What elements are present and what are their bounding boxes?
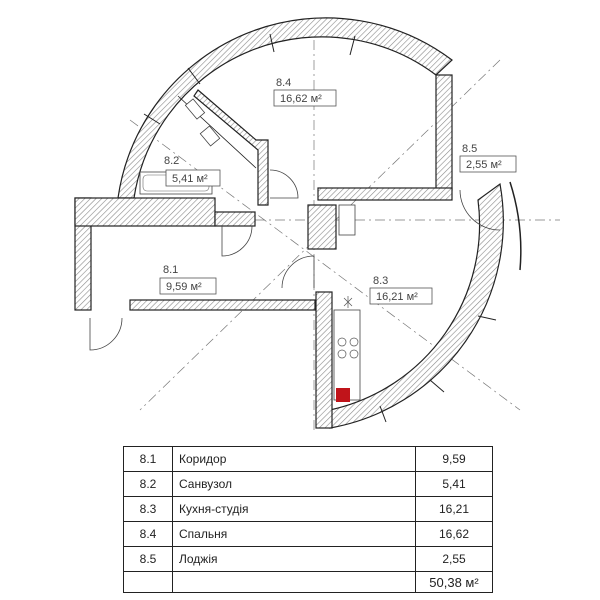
area-box-8-4 xyxy=(273,89,337,107)
room-area-cell: 9,59 xyxy=(415,446,493,472)
room-number-cell: 8.5 xyxy=(123,546,173,572)
total-area-cell: 50,38 м² xyxy=(415,571,493,593)
room-area-cell: 5,41 xyxy=(415,471,493,497)
bedroom-right-wall xyxy=(435,74,453,191)
room-area-table: 8.1 Коридор 9,59 8.2 Санвузол 5,41 8.3 К… xyxy=(123,446,493,593)
arc-segment-marks xyxy=(143,33,356,125)
table-row: 8.4 Спальня 16,62 xyxy=(123,521,493,547)
room-area-cell: 16,62 xyxy=(415,521,493,547)
area-label-8-2: 5,41 м² xyxy=(172,173,208,185)
table-row: 8.2 Санвузол 5,41 xyxy=(123,471,493,497)
room-number-8-4: 8.4 xyxy=(276,77,291,89)
vent-icon xyxy=(343,296,353,308)
room-area-cell: 16,21 xyxy=(415,496,493,522)
table-row: 8.1 Коридор 9,59 xyxy=(123,446,493,472)
floor-plan: 8.1 8.2 8.3 8.4 8.5 9,59 м² 5,41 м² 16,2… xyxy=(74,17,560,430)
corridor-bottom-wall xyxy=(129,299,316,311)
kitchen-sink xyxy=(338,204,356,236)
room-number-8-3: 8.3 xyxy=(373,275,388,287)
table-row: 8.5 Лоджія 2,55 xyxy=(123,546,493,572)
bath-bottom-wall xyxy=(214,211,256,227)
outer-wall-arc xyxy=(117,17,453,199)
area-label-8-4: 16,62 м² xyxy=(280,93,322,105)
room-number-8-5: 8.5 xyxy=(462,143,477,155)
room-number-cell: 8.2 xyxy=(123,471,173,497)
room-name-cell: Кухня-студія xyxy=(172,496,416,522)
boiler xyxy=(336,388,350,402)
room-area-cell: 2,55 xyxy=(415,546,493,572)
table-row: 8.3 Кухня-студія 16,21 xyxy=(123,496,493,522)
doors xyxy=(89,169,501,351)
room-number-8-2: 8.2 xyxy=(164,155,179,167)
total-row: 50,38 м² xyxy=(123,571,493,593)
central-column xyxy=(307,204,337,250)
room-name-cell: Лоджія xyxy=(172,546,416,572)
total-empty-cell xyxy=(123,571,173,593)
washbasin xyxy=(184,98,206,120)
room-number-cell: 8.4 xyxy=(123,521,173,547)
room-name-cell: Коридор xyxy=(172,446,416,472)
room-number-cell: 8.3 xyxy=(123,496,173,522)
area-label-8-5: 2,55 м² xyxy=(466,159,502,171)
area-box-8-5 xyxy=(459,155,517,173)
bathroom-diagonal-wall xyxy=(193,89,269,206)
area-label-8-3: 16,21 м² xyxy=(376,291,418,303)
loggia-railing xyxy=(509,181,522,271)
total-empty-cell xyxy=(172,571,416,593)
loggia-segment-marks xyxy=(379,315,497,423)
area-box-8-2 xyxy=(165,169,221,187)
toilet xyxy=(199,125,221,147)
kitchen-left-wall xyxy=(315,291,333,429)
bedroom-bottom-wall xyxy=(317,187,453,201)
room-name-cell: Спальня xyxy=(172,521,416,547)
area-label-8-1: 9,59 м² xyxy=(166,281,202,293)
area-box-8-3 xyxy=(369,287,433,305)
top-left-wall xyxy=(74,197,216,227)
area-box-8-1 xyxy=(159,277,217,295)
stove xyxy=(337,337,359,359)
room-number-8-1: 8.1 xyxy=(163,264,178,276)
room-number-cell: 8.1 xyxy=(123,446,173,472)
room-name-cell: Санвузол xyxy=(172,471,416,497)
